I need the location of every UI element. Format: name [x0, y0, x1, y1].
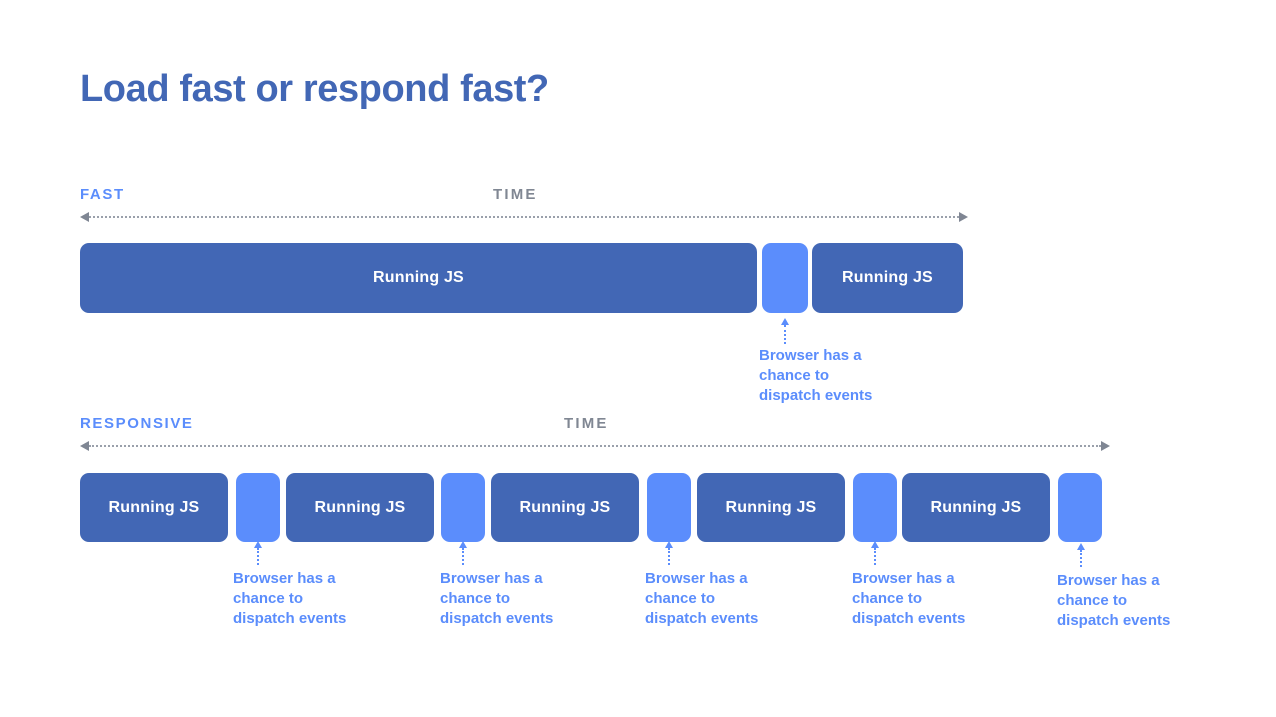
callout-stem-arrow-icon: [459, 541, 467, 565]
callout-arrowhead-icon: [459, 541, 467, 548]
callout-text: Browser has a chance to dispatch events: [852, 570, 966, 627]
block-running-js[interactable]: Running JS: [697, 473, 845, 542]
callout-text: Browser has a chance to dispatch events: [233, 570, 347, 627]
block-running-js[interactable]: Running JS: [286, 473, 434, 542]
callout-arrowhead-icon: [781, 318, 789, 325]
block-label: Running JS: [108, 498, 200, 516]
axis-arrow-left-icon: [80, 212, 89, 222]
block-running-js[interactable]: Running JS: [491, 473, 639, 542]
callout-arrowhead-icon: [871, 541, 879, 548]
axis-arrow-right-icon: [1101, 441, 1110, 451]
block-running-js[interactable]: Running JS: [80, 243, 757, 313]
lane-label-responsive: RESPONSIVE: [80, 415, 194, 432]
block-event-gap[interactable]: [236, 473, 280, 542]
block-event-gap[interactable]: [647, 473, 691, 542]
callout-text: Browser has a chance to dispatch events: [440, 570, 554, 627]
block-label: Running JS: [725, 498, 817, 516]
block-event-gap[interactable]: [853, 473, 897, 542]
callout-stem-arrow-icon: [871, 541, 879, 565]
block-event-gap[interactable]: [762, 243, 808, 313]
block-label: Running JS: [930, 498, 1022, 516]
axis-arrow-right-icon: [959, 212, 968, 222]
block-label: Running JS: [373, 269, 464, 286]
axis-arrow-left-icon: [80, 441, 89, 451]
callout-stem-arrow-icon: [254, 541, 262, 565]
timeline-axis-fast: [80, 212, 968, 222]
block-running-js[interactable]: Running JS: [902, 473, 1050, 542]
callout-text: Browser has a chance to dispatch events: [645, 570, 759, 627]
block-running-js[interactable]: Running JS: [80, 473, 228, 542]
block-label: Running JS: [842, 269, 933, 286]
block-label: Running JS: [519, 498, 611, 516]
block-event-gap[interactable]: [1058, 473, 1102, 542]
callout-arrowhead-icon: [665, 541, 673, 548]
callout-stem-arrow-icon: [781, 318, 789, 344]
block-running-js[interactable]: Running JS: [812, 243, 963, 313]
time-label-responsive: TIME: [564, 415, 609, 432]
block-label: Running JS: [314, 498, 406, 516]
block-event-gap[interactable]: [441, 473, 485, 542]
lane-label-fast: FAST: [80, 186, 125, 203]
callout-arrowhead-icon: [1077, 543, 1085, 550]
callout-stem-arrow-icon: [1077, 543, 1085, 567]
page-title: Load fast or respond fast?: [80, 68, 549, 110]
callout-text: Browser has a chance to dispatch events: [759, 347, 873, 404]
timeline-axis-responsive: [80, 441, 1110, 451]
callout-stem-arrow-icon: [665, 541, 673, 565]
callout-text: Browser has a chance to dispatch events: [1057, 572, 1171, 629]
callout-arrowhead-icon: [254, 541, 262, 548]
time-label-fast: TIME: [493, 186, 538, 203]
